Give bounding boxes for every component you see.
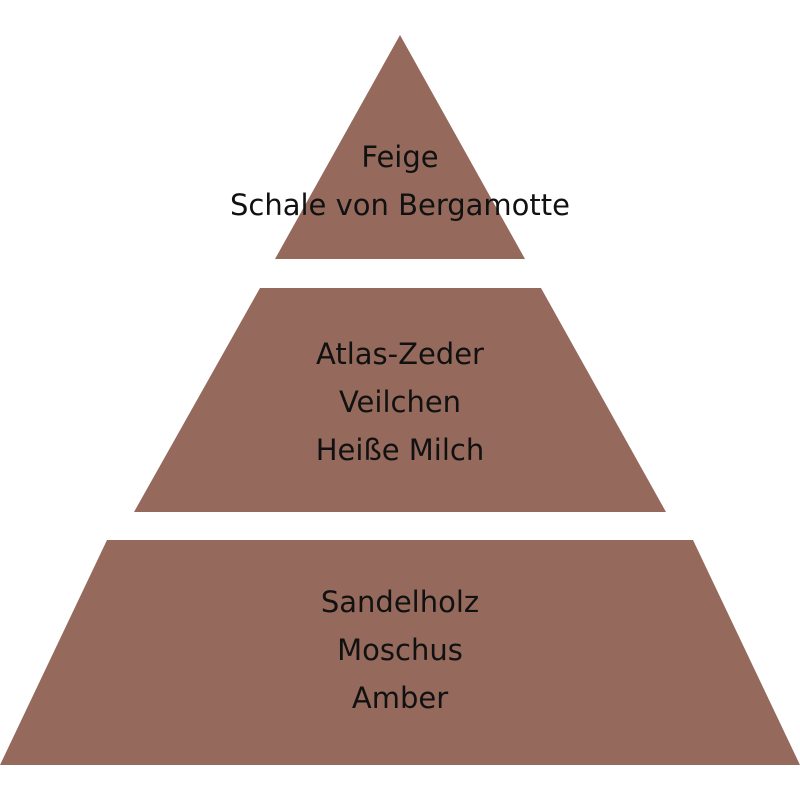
note: Schale von Bergamotte — [229, 188, 571, 222]
top-tier — [275, 35, 525, 259]
note: Veilchen — [338, 385, 462, 419]
note: Sandelholz — [320, 585, 480, 619]
base-notes: Sandelholz Moschus Amber — [0, 578, 800, 722]
note: Amber — [351, 681, 449, 715]
note: Moschus — [337, 633, 463, 667]
heart-notes: Atlas-Zeder Veilchen Heiße Milch — [0, 330, 800, 474]
middle-tier — [134, 288, 666, 512]
note: Feige — [361, 140, 439, 174]
note: Heiße Milch — [315, 433, 485, 467]
base-tier — [0, 540, 800, 765]
top-notes: Feige Schale von Bergamotte — [0, 133, 800, 229]
note: Atlas-Zeder — [316, 337, 484, 371]
